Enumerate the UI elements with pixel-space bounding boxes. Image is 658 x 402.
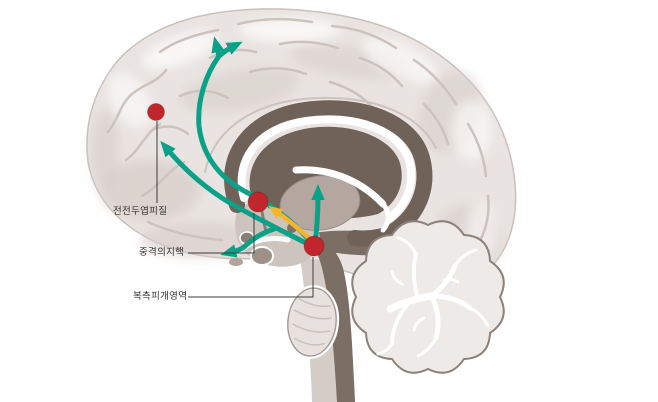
pathway-arrows	[160, 36, 325, 258]
cortical-branch-right-arrow	[216, 41, 243, 59]
cerebellum	[351, 220, 505, 374]
vta-leader-line	[188, 257, 314, 298]
prefrontal-cortex-marker	[147, 103, 165, 121]
fornix	[292, 166, 387, 208]
label-nucleus-accumbens: 중격의지핵	[139, 247, 185, 258]
accumbens-hook-arrow	[220, 226, 277, 258]
fornix-tail	[380, 201, 391, 233]
label-prefrontal-cortex: 전전두엽피질	[113, 206, 168, 217]
corpus-callosum	[224, 100, 433, 266]
label-ventral-tegmental-area: 복측피개영역	[133, 291, 188, 302]
ventral-tegmental-marker	[303, 235, 325, 257]
label-leader-lines	[156, 121, 314, 298]
accumbens-leader-line	[188, 213, 255, 254]
accumbens-structure	[250, 246, 274, 266]
nucleus-accumbens-marker	[247, 191, 269, 213]
lateral-ventricle-band	[237, 115, 416, 222]
arbor-vitae	[376, 236, 490, 358]
reward-signal-arrow	[268, 205, 312, 241]
mesocortical-pathway-arrow	[160, 140, 317, 250]
pons	[284, 285, 340, 359]
region-markers	[147, 103, 325, 257]
